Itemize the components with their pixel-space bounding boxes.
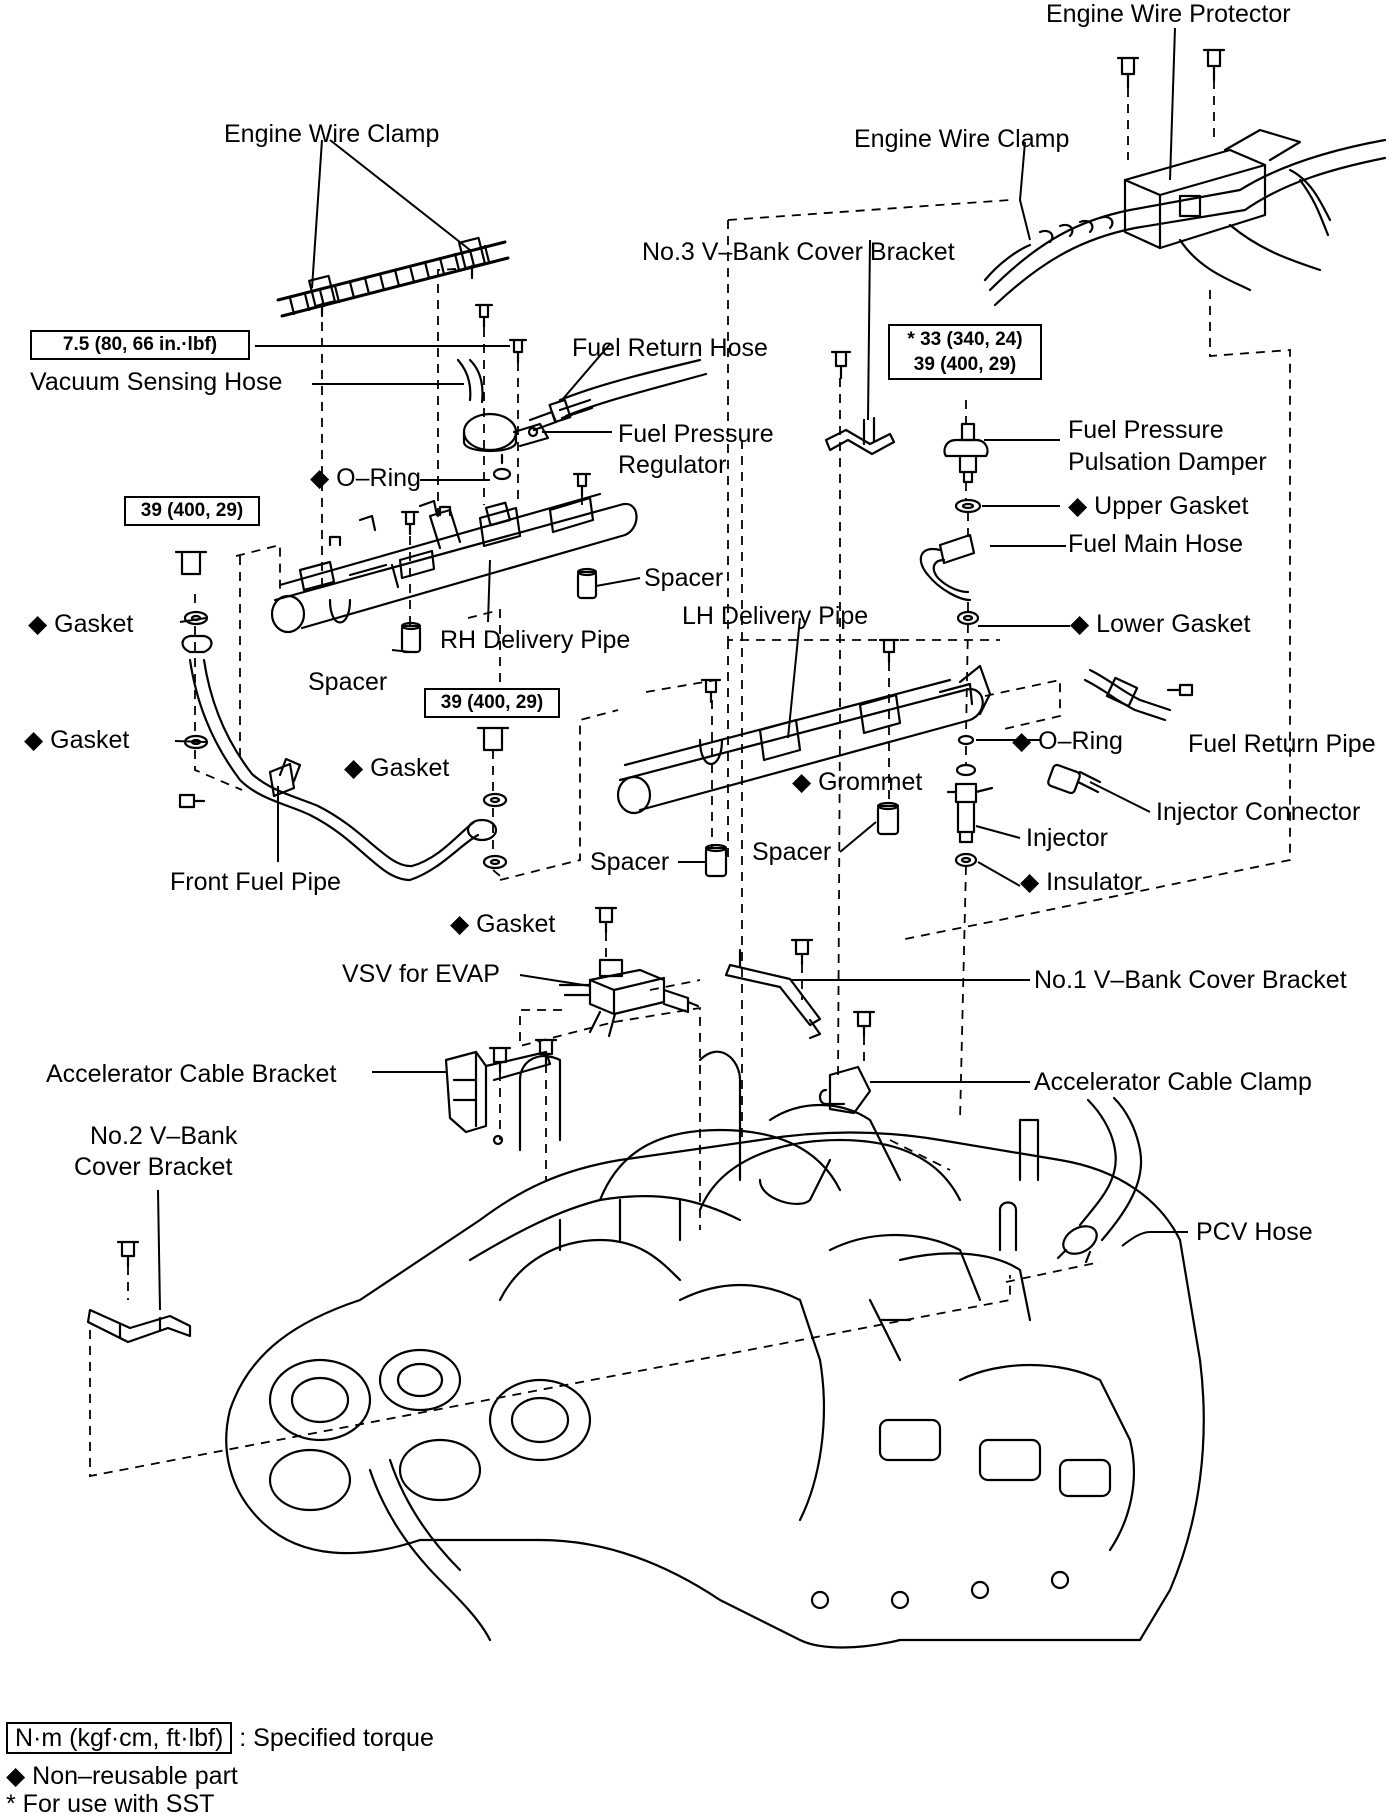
legend-sst: * For use with SST <box>6 1790 215 1816</box>
legend-torque-desc: : Specified torque <box>239 1724 434 1752</box>
label-fuel-return-hose: Fuel Return Hose <box>572 334 768 362</box>
rh-delivery-pipe-drawing <box>270 492 638 634</box>
label-grommet: ◆ Grommet <box>792 768 923 796</box>
label-lh-delivery-pipe: LH Delivery Pipe <box>682 602 869 630</box>
label-o-ring-lower: ◆ O–Ring <box>1012 727 1123 755</box>
label-fuel-pressure-pulsation-damper-2: Pulsation Damper <box>1068 448 1267 476</box>
legend-non-reusable: ◆ Non–reusable part <box>6 1762 238 1790</box>
torque-regulator-bolt: 7.5 (80, 66 in.·lbf) <box>30 330 250 360</box>
label-accelerator-cable-clamp: Accelerator Cable Clamp <box>1034 1068 1312 1096</box>
spacers-lh <box>704 801 900 878</box>
label-vacuum-sensing-hose: Vacuum Sensing Hose <box>30 368 283 396</box>
torque-damper-std: 39 (400, 29) <box>913 354 1017 375</box>
label-no3-vbank-cover-bracket: No.3 V–Bank Cover Bracket <box>642 238 955 266</box>
label-accelerator-cable-bracket: Accelerator Cable Bracket <box>46 1060 337 1088</box>
label-lower-gasket: ◆ Lower Gasket <box>1070 610 1251 638</box>
torque-damper: * 33 (340, 24) 39 (400, 29) <box>888 324 1042 380</box>
pcv-hose-drawing <box>1056 1096 1143 1264</box>
label-no2-vbank-cover-bracket: No.2 V–Bank <box>90 1122 238 1150</box>
label-fuel-pressure-regulator-2: Regulator <box>618 451 727 479</box>
label-spacer-mid-lh: Spacer <box>752 838 832 866</box>
label-engine-wire-protector: Engine Wire Protector <box>1046 0 1291 28</box>
label-fuel-main-hose: Fuel Main Hose <box>1068 530 1244 558</box>
legend-torque: N·m (kgf·cm, ft·lbf) : Specified torque <box>6 1722 434 1754</box>
label-injector: Injector <box>1026 824 1108 852</box>
label-engine-wire-clamp-right: Engine Wire Clamp <box>854 125 1070 153</box>
label-gasket-4: ◆ Gasket <box>450 910 556 938</box>
injector-stack-drawing <box>919 422 1172 868</box>
torque-front-pipe-bolt-right: 39 (400, 29) <box>424 688 560 718</box>
label-injector-connector: Injector Connector <box>1156 798 1361 826</box>
leader-lines <box>157 27 1188 1311</box>
label-insulator: ◆ Insulator <box>1020 868 1143 896</box>
label-no1-vbank-cover-bracket: No.1 V–Bank Cover Bracket <box>1034 966 1347 994</box>
label-o-ring-upper: ◆ O–Ring <box>310 464 421 492</box>
label-gasket-1: ◆ Gasket <box>28 610 134 638</box>
fuel-pressure-regulator-drawing <box>456 358 708 465</box>
label-upper-gasket: ◆ Upper Gasket <box>1068 492 1249 520</box>
label-fuel-return-pipe: Fuel Return Pipe <box>1188 730 1376 758</box>
label-gasket-2: ◆ Gasket <box>24 726 130 754</box>
legend-torque-unit: N·m (kgf·cm, ft·lbf) <box>6 1722 233 1754</box>
torque-front-pipe-bolt-left: 39 (400, 29) <box>124 496 260 526</box>
front-fuel-pipe-drawing <box>181 634 498 882</box>
torque-damper-sst: * 33 (340, 24) <box>907 329 1023 350</box>
label-spacer-left-lh: Spacer <box>590 848 670 876</box>
label-fuel-pressure-pulsation-damper: Fuel Pressure <box>1068 416 1224 444</box>
label-engine-wire-clamp-left: Engine Wire Clamp <box>224 120 440 148</box>
label-spacer-right-of-rh: Spacer <box>644 564 724 592</box>
label-gasket-3: ◆ Gasket <box>344 754 450 782</box>
no3-bracket-drawing <box>824 416 896 456</box>
label-fuel-pressure-regulator: Fuel Pressure <box>618 420 774 448</box>
accel-clamp-drawing <box>818 1065 872 1115</box>
vsv-drawing <box>558 958 700 1038</box>
label-vsv-for-evap: VSV for EVAP <box>342 960 500 988</box>
accel-bracket-drawing <box>444 1050 552 1146</box>
engine-block-drawing <box>225 1050 1205 1649</box>
label-spacer-under-rh: Spacer <box>308 668 388 696</box>
dashed-alignment-lines <box>89 80 1291 1478</box>
label-pcv-hose: PCV Hose <box>1196 1218 1313 1246</box>
engine-wire-harness-right <box>983 128 1387 307</box>
no2-bracket-drawing <box>86 1308 192 1344</box>
label-no2-vbank-cover-bracket-2: Cover Bracket <box>74 1153 233 1181</box>
label-rh-delivery-pipe: RH Delivery Pipe <box>440 626 631 654</box>
no1-bracket-drawing <box>724 948 822 1040</box>
label-front-fuel-pipe: Front Fuel Pipe <box>170 868 341 896</box>
